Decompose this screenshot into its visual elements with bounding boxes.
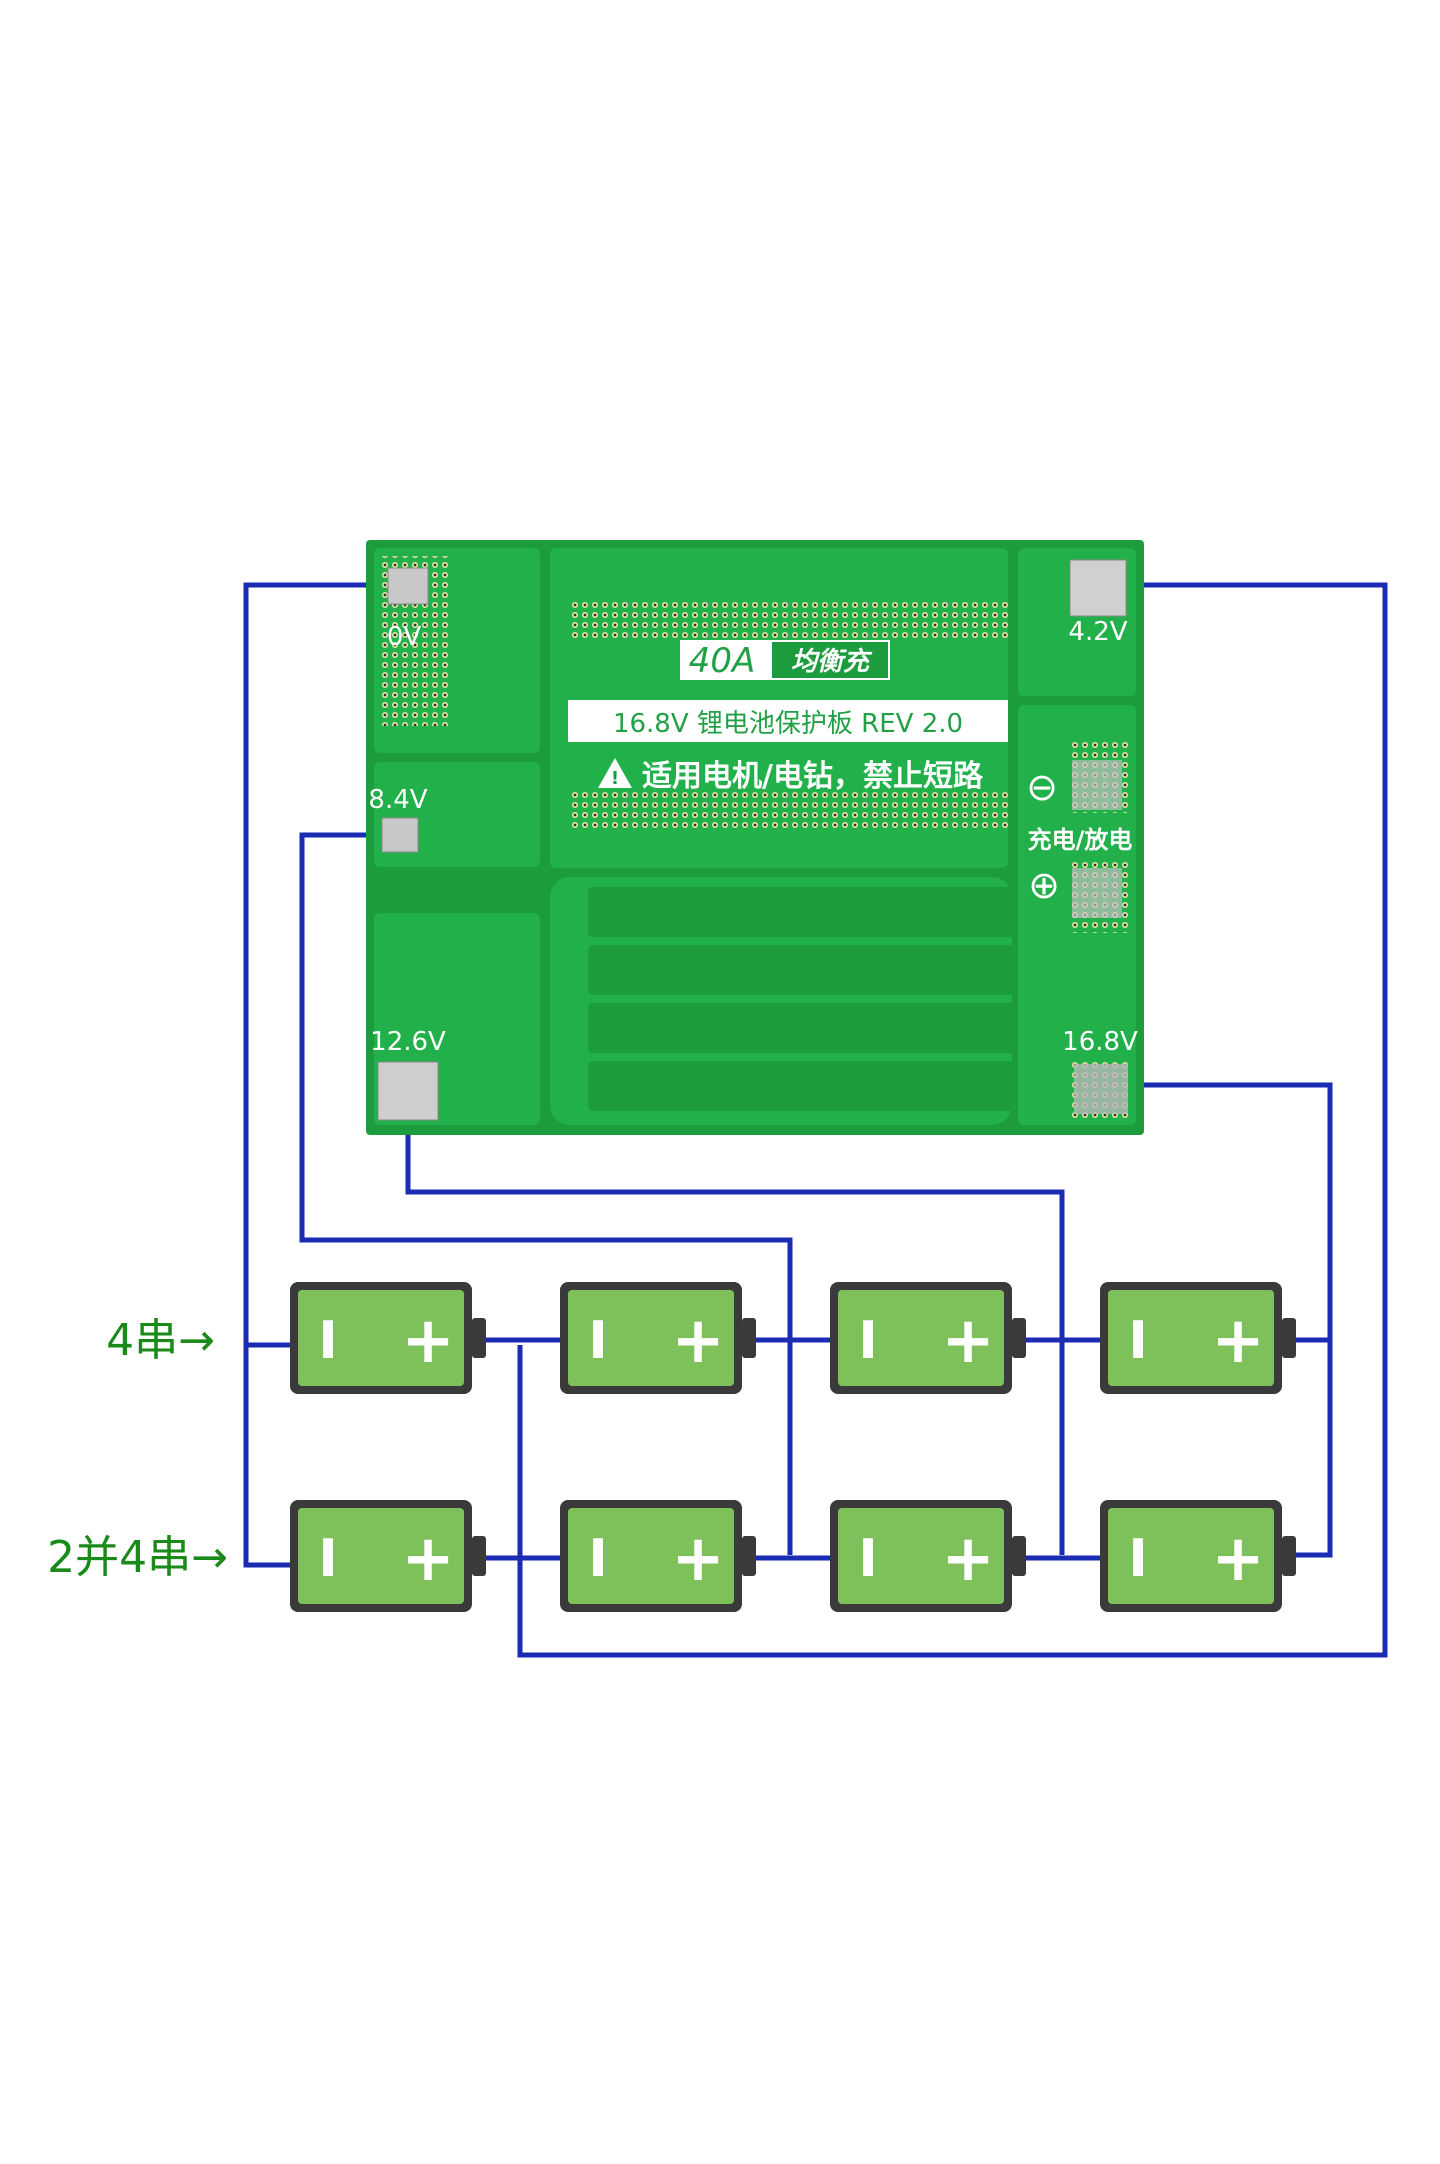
battery-negative-mark: I	[318, 1529, 337, 1589]
terminal-label-16v8: 16.8V	[1062, 1027, 1138, 1057]
battery-positive-mark: +	[1211, 1522, 1265, 1596]
pad-4v2	[1069, 559, 1127, 617]
battery-negative-mark: I	[1128, 1311, 1147, 1371]
board-title: 16.8V 锂电池保护板 REV 2.0	[613, 709, 963, 739]
battery-negative-mark: I	[318, 1311, 337, 1371]
battery-cell: I+	[1100, 1500, 1296, 1612]
battery-body	[568, 1508, 734, 1604]
battery-terminal-cap	[1282, 1318, 1296, 1358]
battery-negative-mark: I	[858, 1529, 877, 1589]
pad-0v	[387, 567, 429, 605]
terminal-label-4v2: 4.2V	[1068, 617, 1127, 647]
pad-8v4	[381, 817, 419, 853]
wiring	[243, 582, 1388, 1658]
battery-cell: I+	[830, 1282, 1026, 1394]
battery-positive-mark: +	[671, 1304, 725, 1378]
battery-positive-mark: +	[941, 1522, 995, 1596]
battery-negative-mark: I	[588, 1529, 607, 1589]
battery-body	[1108, 1508, 1274, 1604]
via-row-bottom	[568, 790, 1008, 830]
battery-array: I+I+I+I+I+I+I+I+	[290, 1282, 1296, 1612]
row-labels: 4串→ 2并4串→	[47, 1315, 228, 1583]
pad-12v6	[377, 1061, 439, 1121]
pad-positive	[1072, 868, 1122, 918]
battery-negative-mark: I	[1128, 1529, 1147, 1589]
battery-body	[298, 1508, 464, 1604]
battery-positive-mark: +	[1211, 1304, 1265, 1378]
battery-cell: I+	[830, 1500, 1026, 1612]
battery-cell: I+	[560, 1500, 756, 1612]
battery-cell: I+	[290, 1500, 486, 1612]
wire-0v	[243, 582, 408, 1348]
wire-4v2	[517, 582, 1388, 1658]
battery-terminal-cap	[472, 1536, 486, 1576]
wire-0v-top-row	[243, 1345, 290, 1568]
battery-body	[298, 1290, 464, 1386]
row-label-2p4s: 2并4串→	[47, 1532, 228, 1583]
title-strip	[568, 700, 1008, 742]
protection-board: 40A 均衡充 16.8V 锂电池保护板 REV 2.0 ! 适用电机/电钻，禁…	[366, 540, 1144, 1135]
balance-badge	[772, 642, 888, 678]
battery-body	[1108, 1290, 1274, 1386]
battery-positive-mark: +	[401, 1304, 455, 1378]
terminal-label-0v: 0V	[387, 622, 422, 652]
warning-icon	[598, 758, 632, 788]
mosfet-strip-4	[588, 1061, 1016, 1111]
positive-symbol: ⊕	[1028, 863, 1060, 907]
wire-8v4	[299, 832, 793, 1555]
row-label-4s: 4串→	[106, 1315, 215, 1366]
battery-terminal-cap	[742, 1536, 756, 1576]
battery-body	[838, 1290, 1004, 1386]
terminal-label-12v6: 12.6V	[370, 1027, 446, 1057]
pad-16v8	[1074, 1064, 1128, 1114]
terminal-label-8v4: 8.4V	[368, 785, 427, 815]
pad-negative	[1072, 760, 1122, 810]
via-row-top	[568, 602, 1008, 642]
warning-icon-mark: !	[611, 768, 619, 789]
mosfet-strip-1	[588, 887, 1016, 937]
battery-cell: I+	[290, 1282, 486, 1394]
battery-body	[568, 1290, 734, 1386]
battery-positive-mark: +	[401, 1522, 455, 1596]
battery-positive-mark: +	[941, 1304, 995, 1378]
battery-body	[838, 1508, 1004, 1604]
wire-16v8	[1108, 1082, 1333, 1558]
warning-label: 适用电机/电钻，禁止短路	[642, 759, 984, 794]
wire-12v6	[405, 1085, 1065, 1555]
mosfet-strip-2	[588, 945, 1016, 995]
battery-terminal-cap	[472, 1318, 486, 1358]
negative-symbol: ⊖	[1026, 765, 1058, 809]
battery-terminal-cap	[1012, 1536, 1026, 1576]
battery-negative-mark: I	[858, 1311, 877, 1371]
balance-label: 均衡充	[791, 647, 873, 677]
charge-discharge-label: 充电/放电	[1028, 826, 1133, 854]
battery-negative-mark: I	[588, 1311, 607, 1371]
rating-label: 40A	[689, 641, 756, 681]
battery-terminal-cap	[742, 1318, 756, 1358]
mosfet-strip-3	[588, 1003, 1016, 1053]
battery-cell: I+	[1100, 1282, 1296, 1394]
battery-terminal-cap	[1282, 1536, 1296, 1576]
battery-positive-mark: +	[671, 1522, 725, 1596]
battery-terminal-cap	[1012, 1318, 1026, 1358]
battery-cell: I+	[560, 1282, 756, 1394]
